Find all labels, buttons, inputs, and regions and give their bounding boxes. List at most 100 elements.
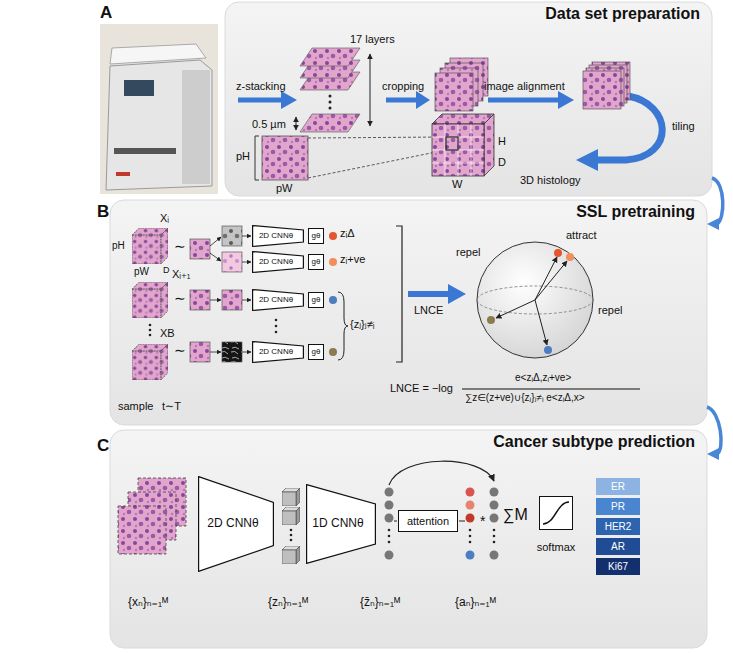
histology-cube [432, 124, 484, 176]
z-stack-layers [329, 107, 332, 110]
embedding-sphere [535, 257, 557, 300]
zoom-tile [255, 136, 259, 180]
label: * [480, 513, 485, 529]
attention-weight [466, 501, 475, 510]
trapezoid-outline [253, 226, 304, 247]
tissue-cube [132, 282, 168, 318]
sigmoid-curve [543, 502, 569, 524]
scanner-photo [110, 44, 206, 64]
scanner-photo [100, 24, 218, 194]
flow-line [210, 352, 221, 353]
label: W [452, 178, 462, 191]
cnn-encoder: 2D CNNθ [252, 225, 304, 247]
sigmoid-box [540, 497, 573, 530]
histology-cube [432, 124, 484, 176]
label: tiling [672, 120, 695, 133]
trapezoid-outline [253, 252, 304, 273]
z-stack-layers [296, 117, 297, 130]
z-stack-layers [329, 95, 332, 98]
feature-vector [385, 501, 394, 510]
ellipsis-dots [493, 535, 496, 538]
skip-arrow [394, 521, 397, 522]
embedding-sphere [535, 300, 547, 345]
tissue-cube [132, 344, 168, 380]
ellipsis-dots [149, 329, 152, 332]
cnn-encoder: 2D CNNθ [252, 341, 304, 363]
arrow-head [707, 218, 719, 230]
label: pW [134, 266, 149, 278]
bracket [338, 226, 402, 362]
panel-ground [110, 200, 707, 425]
sampled-patch [190, 342, 210, 362]
sampled-patch [190, 239, 210, 259]
embedding-sphere [566, 253, 574, 261]
ellipsis-dots [275, 319, 278, 322]
embedding-sphere [535, 261, 567, 300]
loss-arrow [448, 284, 466, 304]
scanner-photo [106, 60, 212, 190]
cnn-encoder: 2D CNNθ [252, 251, 304, 273]
scanner-photo [182, 70, 210, 184]
node-text: gθ [312, 295, 321, 304]
tissue-cube [132, 228, 168, 264]
feature-vector [385, 551, 394, 560]
embedding-sphere [496, 257, 567, 345]
z-stack-layers [300, 48, 360, 66]
sigmoid-box [539, 496, 573, 530]
node-text: PR [611, 501, 625, 513]
label: t∼T [162, 400, 181, 413]
cnn-encoder: 2D CNNθ [252, 289, 304, 311]
fraction-bar [462, 389, 640, 390]
subtype-tag: PR [596, 498, 640, 515]
label: H [498, 135, 506, 148]
feature-vector [385, 488, 499, 560]
node-text: ER [611, 481, 625, 493]
skip-arrow [459, 521, 465, 522]
embedding-dot [329, 258, 337, 266]
histology-cube [432, 114, 494, 176]
process-arrow [386, 98, 418, 103]
feature-vector [490, 514, 499, 523]
feature-map [282, 507, 300, 525]
panel: Data set preparation [225, 2, 712, 196]
ellipsis-dots [493, 529, 496, 532]
label: attract [566, 229, 597, 242]
label: ∼ [174, 290, 186, 306]
attention-box: attention [398, 510, 458, 532]
label: pH [236, 150, 250, 163]
embedding-dot [329, 348, 337, 356]
feature-vector [490, 551, 499, 560]
embedding-sphere [554, 249, 562, 257]
embedding-dot [329, 232, 337, 240]
flow-line [242, 262, 251, 263]
subtype-tag: AR [596, 538, 640, 555]
scanner-photo [116, 172, 130, 176]
z-stack-layers [370, 54, 371, 126]
trapezoid-outline [253, 290, 304, 311]
ellipsis-dots [388, 541, 391, 544]
node-text: 2D CNNθ [259, 231, 293, 240]
panel-ground [225, 2, 712, 196]
projection-head: gθ [308, 228, 324, 244]
label: pH [112, 240, 125, 252]
ellipsis-dots [388, 535, 391, 538]
attention-weight [466, 551, 475, 560]
augmented-patch [222, 290, 242, 310]
ellipsis-dots [275, 325, 278, 328]
panel-title: SSL pretraining [576, 203, 695, 221]
label: {aₙ}ₙ₌₁ᴹ [455, 596, 496, 610]
zoom-tile [255, 136, 446, 180]
embedding-dot [329, 232, 337, 356]
node-text: 1D CNNθ [312, 517, 363, 531]
label: ∑M [503, 506, 528, 524]
zoom-tile [262, 136, 308, 180]
label: 3D histology [520, 174, 581, 187]
feature-map [282, 488, 300, 564]
cnn-encoder: 2D CNNθ [198, 476, 274, 572]
ellipsis-dots [149, 324, 152, 327]
label: sample [118, 400, 153, 413]
ellipsis-dots [469, 541, 472, 544]
z-stack-layers [300, 114, 360, 132]
trapezoid-outline [199, 477, 274, 572]
